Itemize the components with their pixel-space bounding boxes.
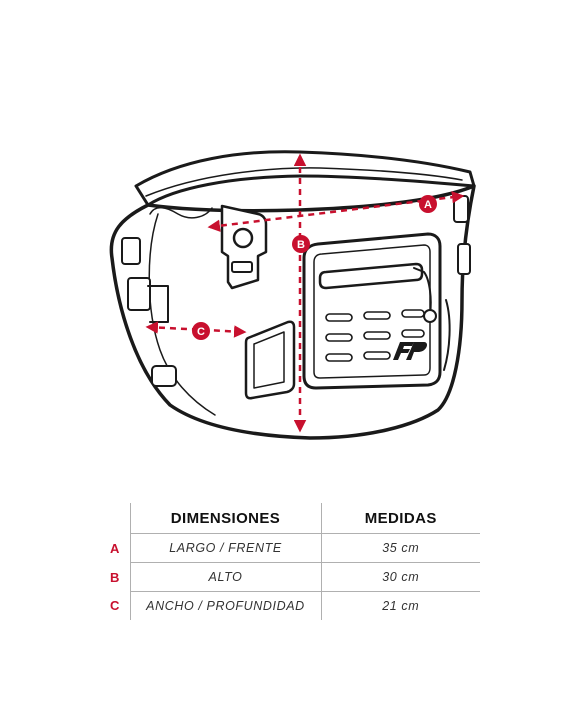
marker-b-label: B [297,239,305,251]
bag-dimension-illustration: A B C [109,150,476,440]
row-key: B [110,569,120,585]
row-key: C [110,598,120,614]
brand-logo-mark [393,342,428,360]
row-value: 35 cm [321,533,480,563]
front-zipper [318,262,424,290]
left-lower-clip [151,365,177,387]
marker-a-label: A [424,199,432,211]
row-value: 21 cm [382,599,420,613]
zipper-pull-ring [423,309,437,323]
roll-top-fold [145,167,463,197]
row-dimension: LARGO / FRENTE [129,533,322,563]
marker-a: A [419,195,437,213]
roll-top-closure [134,150,476,207]
row-key: A [110,540,120,556]
buckle-slot [231,261,253,273]
left-side-clip-bottom [127,277,151,311]
table-row: B ALTO 30 cm [100,562,480,592]
row-value: 30 cm [321,562,480,592]
side-panel-seam [148,213,216,416]
right-side-clip-bottom [457,243,471,275]
side-fold-line [149,206,213,219]
row-dimension: ALTO [129,562,322,592]
dimensions-table: DIMENSIONES MEDIDAS A LARGO / FRENTE 35 … [100,503,480,620]
front-panel-inner [313,244,431,379]
side-window-inner [253,331,285,389]
table-row: A LARGO / FRENTE 35 cm [100,533,480,563]
row-dimension: ANCHO / PROFUNDIDAD [129,591,322,620]
header-dimensiones: DIMENSIONES [129,503,322,534]
marker-c: C [192,322,210,340]
buckle-rivet [232,227,254,249]
table-row: C ANCHO / PROFUNDIDAD 21 cm [100,591,480,620]
left-side-clip-top [121,237,141,265]
right-side-clip-top [453,195,469,223]
molle-slots [325,309,425,362]
dry-bag-drawing [109,150,476,440]
marker-b: B [292,235,310,253]
header-key [100,503,130,534]
header-medidas: MEDIDAS [321,503,480,534]
marker-c-label: C [197,326,205,338]
right-edge-strap [443,299,451,371]
table-header-row: DIMENSIONES MEDIDAS [100,503,480,534]
side-window-pocket [244,320,296,400]
